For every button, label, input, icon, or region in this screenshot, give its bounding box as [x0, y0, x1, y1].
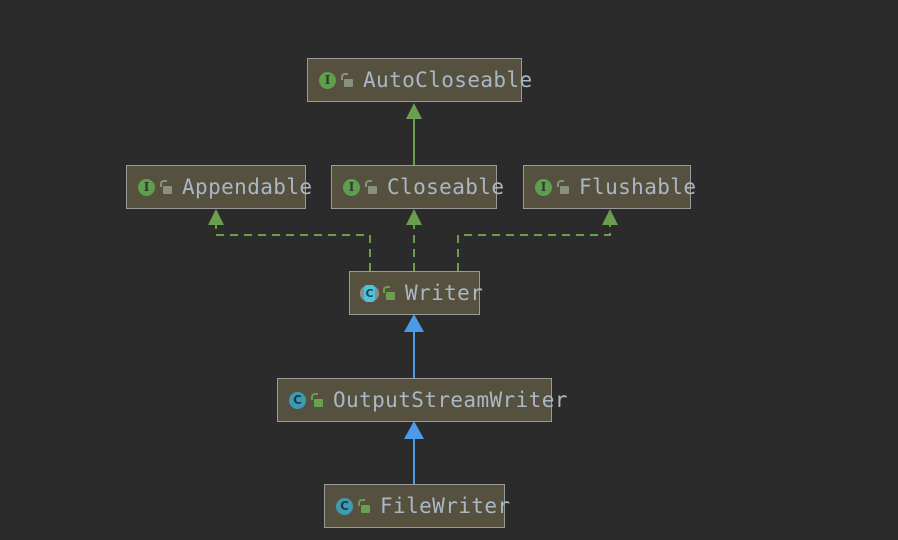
interface-icon: I: [137, 178, 156, 197]
node-outputstreamwriter[interactable]: C OutputStreamWriter: [277, 378, 567, 422]
unlock-icon: [556, 179, 570, 195]
unlock-icon: [310, 392, 324, 408]
unlock-icon: [159, 179, 173, 195]
interface-icon: I: [318, 71, 337, 90]
edge-writer-implements-closeable: [406, 209, 422, 271]
node-label: Closeable: [387, 174, 505, 199]
abstract-class-icon: C: [360, 284, 379, 303]
node-icons: C: [335, 497, 371, 516]
interface-icon: I: [342, 178, 361, 197]
node-icons: I: [342, 178, 378, 197]
class-icon: C: [288, 391, 307, 410]
node-flushable[interactable]: I Flushable: [523, 165, 696, 209]
edge-filewriter-extends-outputstreamwriter: [404, 421, 424, 484]
edge-closeable-extends-autocloseable: [406, 103, 422, 165]
unlock-icon: [340, 72, 354, 88]
node-label: OutputStreamWriter: [333, 387, 568, 412]
node-icons: C: [360, 284, 396, 303]
node-label: FileWriter: [380, 493, 511, 518]
unlock-icon: [364, 179, 378, 195]
node-label: Writer: [405, 280, 484, 305]
node-icons: I: [137, 178, 173, 197]
edge-writer-implements-flushable: [457, 209, 618, 271]
edge-outputstreamwriter-extends-writer: [404, 314, 424, 378]
node-appendable[interactable]: I Appendable: [126, 165, 312, 209]
edge-writer-implements-appendable: [208, 209, 371, 271]
node-autocloseable[interactable]: I AutoCloseable: [307, 58, 532, 102]
node-label: Appendable: [182, 174, 313, 199]
node-filewriter[interactable]: C FileWriter: [324, 484, 510, 528]
node-closeable[interactable]: I Closeable: [331, 165, 504, 209]
node-label: AutoCloseable: [363, 67, 533, 92]
unlock-icon: [357, 498, 371, 514]
unlock-icon: [382, 285, 396, 301]
class-icon: C: [335, 497, 354, 516]
node-icons: I: [534, 178, 570, 197]
node-icons: C: [288, 391, 324, 410]
interface-icon: I: [534, 178, 553, 197]
node-label: Flushable: [579, 174, 697, 199]
node-writer[interactable]: C Writer: [349, 271, 484, 315]
node-icons: I: [318, 71, 354, 90]
